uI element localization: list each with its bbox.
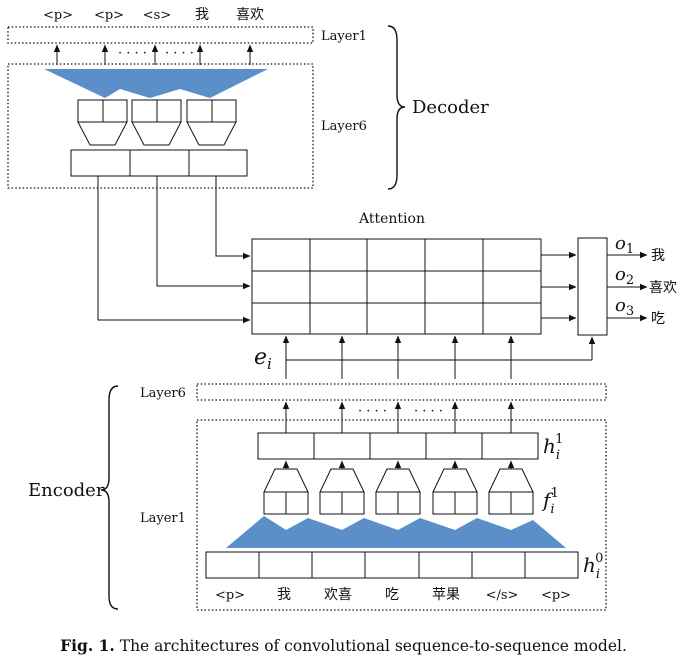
encoder-layer6-box xyxy=(196,383,607,401)
encoder-layer1-label: Layer1 xyxy=(140,511,186,526)
decoder-output-token: <p> xyxy=(43,8,73,23)
encoder-input-token: 我 xyxy=(277,587,291,603)
decoder-dots-right: · · · · xyxy=(165,46,194,61)
encoder-upward-arrows xyxy=(282,401,515,433)
decoder-layer1-box xyxy=(7,26,314,44)
encoder-h0-row xyxy=(205,551,579,579)
decoder-brace xyxy=(387,25,406,190)
decoder-conv-shape xyxy=(44,69,268,98)
encoder-conv-units xyxy=(263,468,534,515)
decoder-block: <p> <p> <s> 我 喜欢 Layer1 · · · · · · · · … xyxy=(7,7,489,190)
decoder-output-token: 喜欢 xyxy=(236,7,264,23)
encoder-input-token: 欢喜 xyxy=(324,587,352,603)
attention-block: Attention xyxy=(97,176,677,379)
decoder-state-row xyxy=(70,149,248,177)
decoder-output-token: <p> xyxy=(94,8,124,23)
encoder-f1-label: fi1 xyxy=(541,486,559,517)
decoder-layer6-box xyxy=(7,63,314,189)
caption-text: The architectures of convolutional seque… xyxy=(114,637,627,655)
output-word-3: 吃 xyxy=(651,311,665,327)
architecture-diagram: <p> <p> <s> 我 喜欢 Layer1 · · · · · · · · … xyxy=(7,7,677,611)
encoder-input-token: 吃 xyxy=(385,587,399,603)
attention-label: Attention xyxy=(358,211,425,227)
encoder-dots-right: · · · · xyxy=(414,404,443,419)
caption-prefix: Fig. 1. xyxy=(60,636,115,655)
decoder-conv-units xyxy=(77,99,237,146)
attention-to-output-arrows xyxy=(541,251,577,322)
encoder-input-token: 苹果 xyxy=(432,587,460,603)
decoder-upward-arrows xyxy=(53,44,254,65)
decoder-output-token: <s> xyxy=(143,8,171,23)
encoder-input-token: <p> xyxy=(541,588,571,603)
figure-caption: Fig. 1. The architectures of convolution… xyxy=(0,636,687,655)
encoder-layer6-label: Layer6 xyxy=(140,386,186,401)
decoder-label: Decoder xyxy=(412,97,489,118)
encoder-brace xyxy=(100,385,119,610)
decoder-layer1-label: Layer1 xyxy=(321,29,367,44)
decoder-dots-left: · · · · xyxy=(118,46,147,61)
output-symbol-1: o1 xyxy=(615,233,634,257)
attention-output-box xyxy=(577,237,608,336)
encoder-label: Encoder xyxy=(28,480,105,501)
decoder-to-attention-connectors xyxy=(97,176,251,324)
encoder-input-token: </s> xyxy=(486,588,519,603)
encoder-input-token: <p> xyxy=(215,588,245,603)
attention-output-arrows xyxy=(607,251,648,322)
output-symbol-3: o3 xyxy=(615,295,634,319)
output-symbol-2: o2 xyxy=(615,264,634,288)
attention-grid xyxy=(251,238,542,335)
encoder-h1-row xyxy=(257,432,539,460)
output-word-1: 我 xyxy=(651,248,665,264)
encoder-conv-to-h1-arrows xyxy=(282,460,515,469)
encoder-dots-left: · · · · xyxy=(358,404,387,419)
attention-input-label: ei xyxy=(254,345,272,373)
decoder-output-token: 我 xyxy=(195,7,209,23)
encoder-h1-label: hi1 xyxy=(543,432,563,463)
output-word-2: 喜欢 xyxy=(649,280,677,296)
encoder-layer1-box xyxy=(196,419,607,611)
decoder-layer6-label: Layer6 xyxy=(321,119,367,134)
encoder-block: Layer6 Layer1 · · · · · · · · hi1 xyxy=(28,383,607,611)
encoder-to-attention-bus xyxy=(282,335,596,379)
encoder-h0-label: hi0 xyxy=(583,551,603,582)
encoder-conv-shape xyxy=(226,516,566,548)
